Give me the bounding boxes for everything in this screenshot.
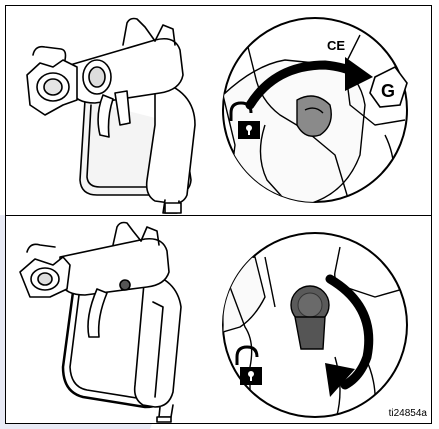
spray-gun-bottom: [20, 223, 181, 423]
top-panel: CE G: [5, 5, 432, 215]
spray-gun-top: [27, 19, 195, 214]
lock-detail-bottom: [223, 233, 410, 424]
lock-detail-top: CE G: [223, 18, 407, 205]
panel-divider: [5, 215, 432, 216]
svg-text:G: G: [381, 81, 395, 101]
bottom-panel: [5, 217, 432, 424]
ce-mark: CE: [327, 38, 345, 53]
figure-reference-code: ti24854a: [389, 408, 427, 419]
